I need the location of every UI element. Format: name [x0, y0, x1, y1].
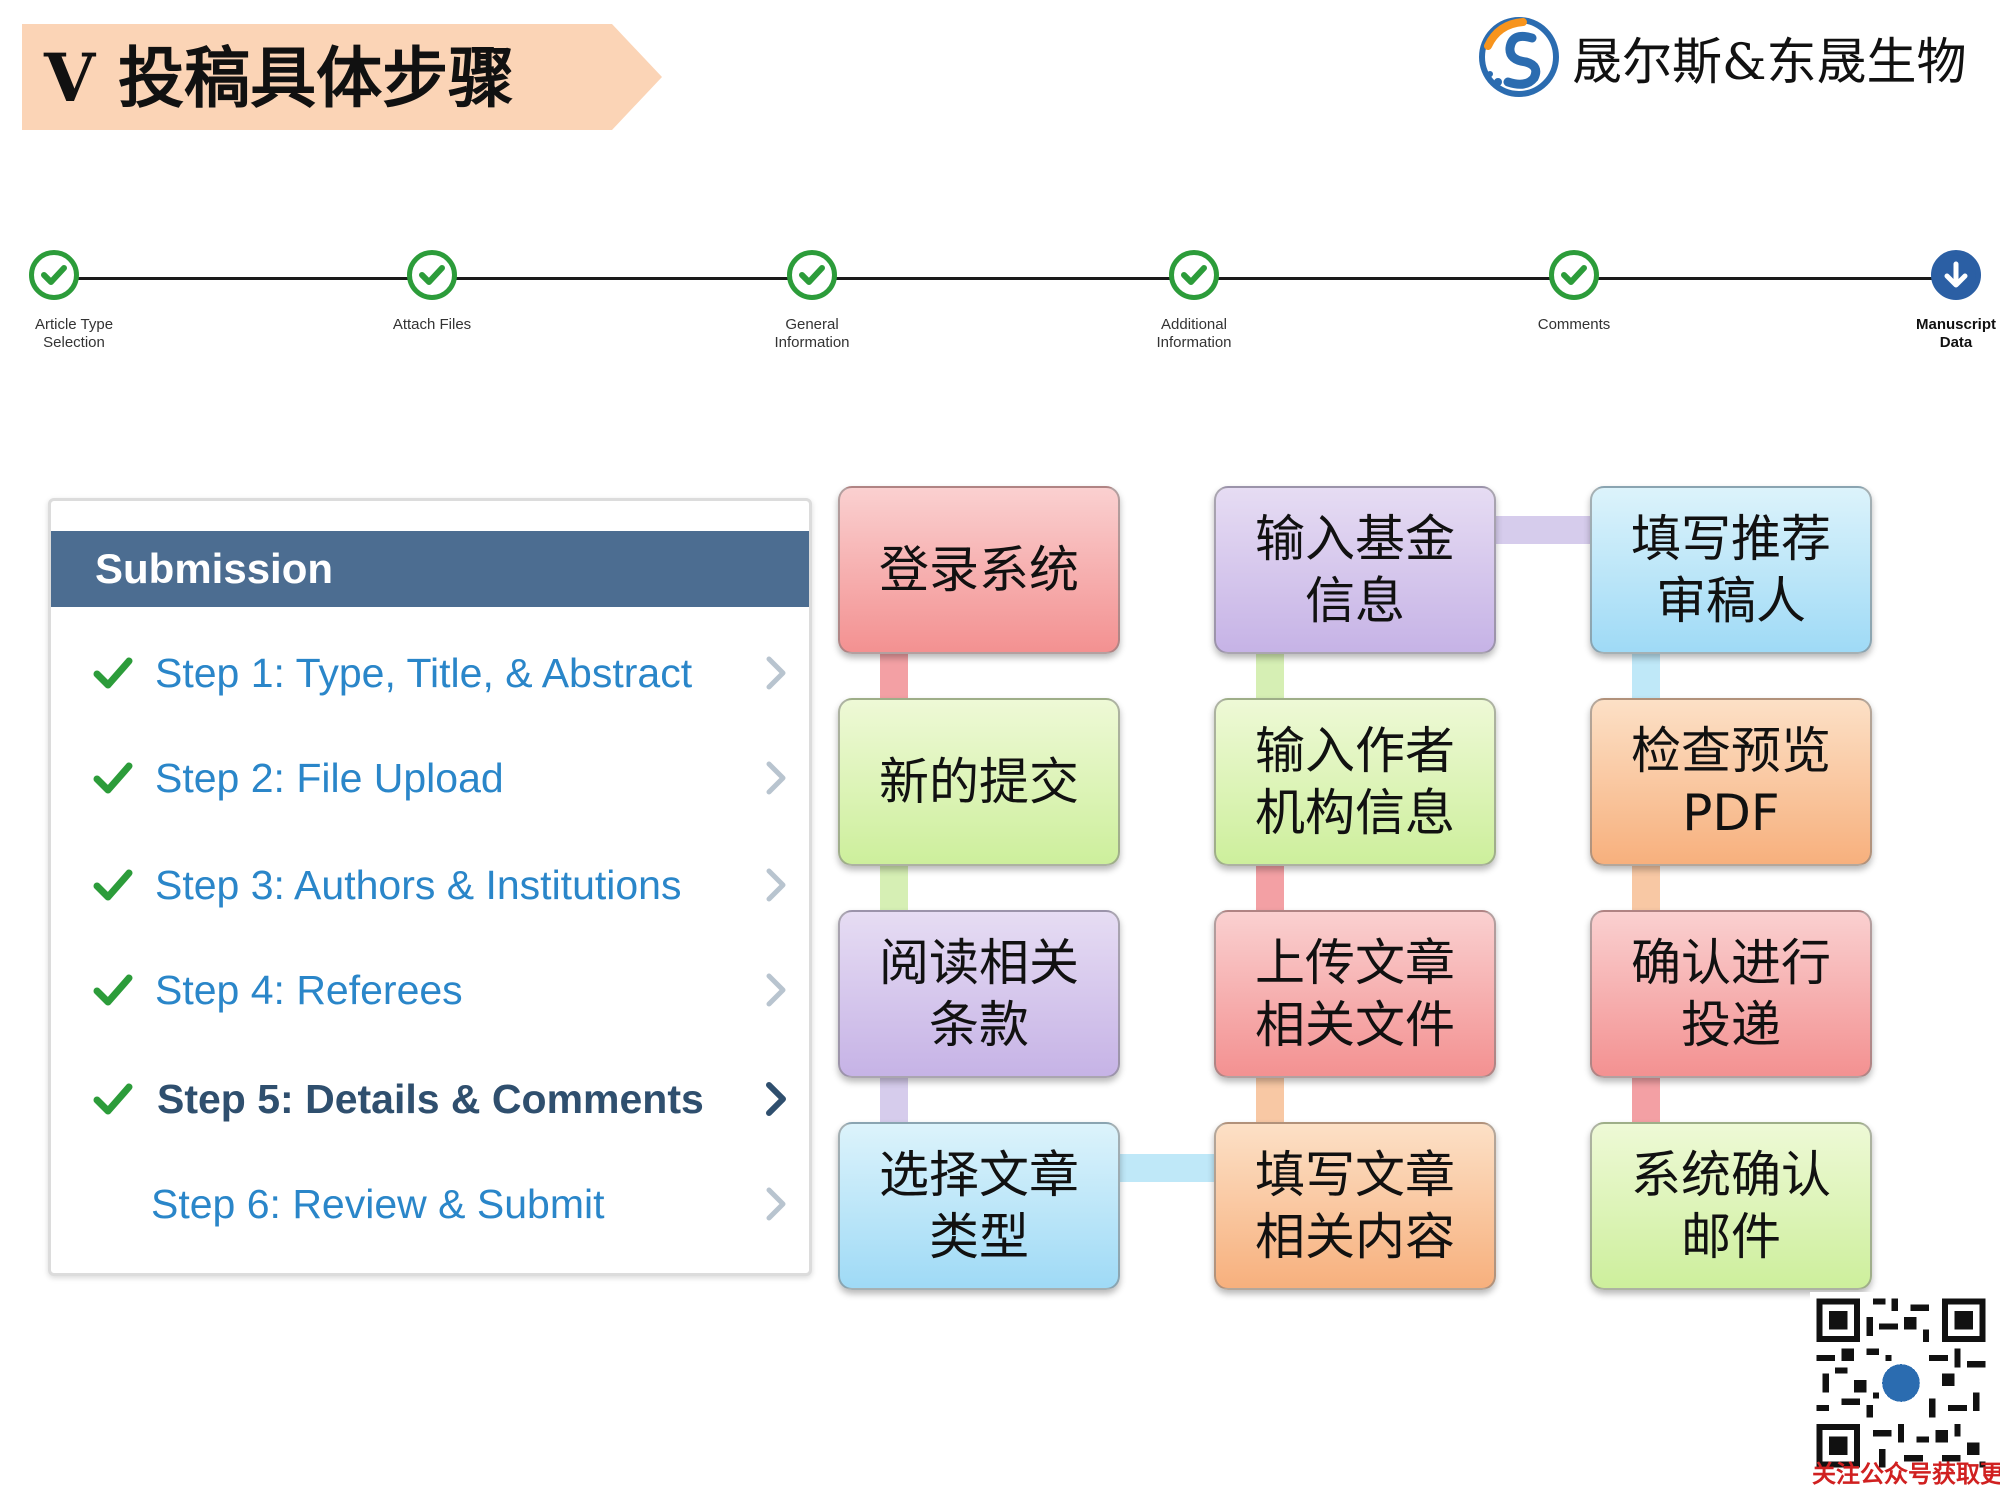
flow-box-read-terms: 阅读相关条款 — [838, 910, 1120, 1078]
chevron-right-icon — [766, 1082, 786, 1116]
checkmark-icon — [93, 974, 133, 1006]
flow-box-confirm-submit: 确认进行投递 — [1590, 910, 1872, 1078]
flow-connector — [880, 650, 908, 698]
checkmark-icon — [93, 869, 133, 901]
flow-box-upload-files: 上传文章相关文件 — [1214, 910, 1496, 1078]
flow-connector — [880, 862, 908, 910]
flow-box-confirm-email: 系统确认邮件 — [1590, 1122, 1872, 1290]
tracker-step-label: General Information — [774, 316, 850, 351]
submission-step-1[interactable]: Step 1: Type, Title, & Abstract — [51, 633, 809, 713]
tracker-step-label: Attach Files — [392, 316, 472, 333]
tracker-step-general-info[interactable]: General Information — [732, 250, 892, 370]
chevron-right-icon — [766, 761, 786, 795]
arrow-down-circle-icon — [1931, 250, 1981, 300]
submission-step-label: Step 3: Authors & Institutions — [155, 862, 682, 908]
tracker-step-label: Article Type Selection — [34, 316, 114, 351]
submission-step-label: Step 6: Review & Submit — [151, 1181, 605, 1227]
check-circle-icon — [1169, 250, 1219, 300]
flow-box-text: 输入基金信息 — [1255, 510, 1455, 630]
flow-box-reviewers: 填写推荐审稿人 — [1590, 486, 1872, 654]
tracker-step-manuscript-data[interactable]: Manuscript Data — [1876, 250, 2000, 370]
flow-connector — [1632, 650, 1660, 698]
flow-box-new-submission: 新的提交 — [838, 698, 1120, 866]
flow-connector — [1256, 1074, 1284, 1122]
submission-panel: Submission Step 1: Type, Title, & Abstra… — [48, 498, 812, 1276]
flow-box-text: 上传文章相关文件 — [1255, 934, 1455, 1054]
flow-connector — [1118, 1154, 1218, 1182]
submission-step-label: Step 2: File Upload — [155, 755, 504, 801]
submission-step-label: Step 4: Referees — [155, 967, 463, 1013]
title-banner — [22, 24, 662, 130]
checkmark-icon — [93, 1083, 133, 1115]
flow-box-author-info: 输入作者机构信息 — [1214, 698, 1496, 866]
chevron-right-icon — [766, 1187, 786, 1221]
tracker-step-attach-files[interactable]: Attach Files — [352, 250, 512, 370]
flow-box-article-type: 选择文章类型 — [838, 1122, 1120, 1290]
chevron-right-icon — [766, 656, 786, 690]
tracker-step-article-type[interactable]: Article Type Selection — [0, 250, 134, 370]
brand-logo-icon — [1479, 17, 1559, 97]
submission-header: Submission — [51, 531, 809, 607]
qr-code-icon[interactable] — [1810, 1292, 1992, 1474]
submission-step-label: Step 5: Details & Comments — [157, 1076, 704, 1122]
flow-box-text: 填写文章相关内容 — [1255, 1146, 1455, 1266]
submission-step-3[interactable]: Step 3: Authors & Institutions — [51, 845, 809, 925]
flow-box-text: 阅读相关条款 — [879, 934, 1079, 1054]
tracker-step-comments[interactable]: Comments — [1494, 250, 1654, 370]
flow-box-text: 填写推荐审稿人 — [1631, 510, 1831, 630]
flow-box-preview-pdf: 检查预览PDF — [1590, 698, 1872, 866]
submission-step-2[interactable]: Step 2: File Upload — [51, 738, 809, 818]
check-circle-icon — [29, 250, 79, 300]
qr-caption: 关注公众号获取更多资讯 — [1812, 1460, 2000, 1488]
flow-connector — [1494, 516, 1594, 544]
flow-box-text: 系统确认邮件 — [1631, 1146, 1831, 1266]
submission-step-5[interactable]: Step 5: Details & Comments — [51, 1059, 809, 1139]
flow-box-text: 新的提交 — [879, 753, 1079, 811]
flow-box-text: 检查预览PDF — [1631, 722, 1831, 842]
progress-track-line — [52, 277, 1958, 280]
flow-connector — [1256, 650, 1284, 698]
slide-title: V 投稿具体步骤 — [44, 39, 515, 117]
check-circle-icon — [787, 250, 837, 300]
flow-connector — [1632, 1074, 1660, 1122]
tracker-step-label: Additional Information — [1156, 316, 1232, 351]
submission-step-6[interactable]: Step 6: Review & Submit — [51, 1164, 809, 1244]
brand-name: 晟尔斯&东晟生物 — [1572, 33, 1967, 91]
check-circle-icon — [1549, 250, 1599, 300]
submission-step-4[interactable]: Step 4: Referees — [51, 950, 809, 1030]
tracker-step-label: Manuscript Data — [1915, 316, 1996, 351]
tracker-step-additional-info[interactable]: Additional Information — [1114, 250, 1274, 370]
chevron-right-icon — [766, 868, 786, 902]
flow-box-login: 登录系统 — [838, 486, 1120, 654]
flow-box-funding-info: 输入基金信息 — [1214, 486, 1496, 654]
flow-box-text: 确认进行投递 — [1631, 934, 1831, 1054]
flow-box-text: 输入作者机构信息 — [1255, 722, 1455, 842]
flow-connector — [1632, 862, 1660, 910]
checkmark-icon — [93, 762, 133, 794]
flow-connector — [1256, 862, 1284, 910]
submission-step-label: Step 1: Type, Title, & Abstract — [155, 650, 693, 696]
check-circle-icon — [407, 250, 457, 300]
chevron-right-icon — [766, 973, 786, 1007]
checkmark-icon — [93, 657, 133, 689]
flow-connector — [880, 1074, 908, 1122]
flow-box-fill-content: 填写文章相关内容 — [1214, 1122, 1496, 1290]
flow-box-text: 登录系统 — [879, 541, 1079, 599]
tracker-step-label: Comments — [1537, 316, 1611, 333]
flow-box-text: 选择文章类型 — [879, 1146, 1079, 1266]
